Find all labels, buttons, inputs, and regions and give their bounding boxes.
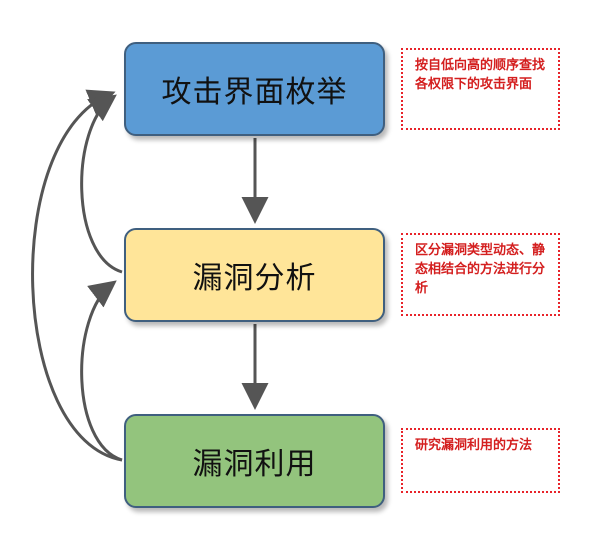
step-box-vulnerability-analysis: 漏洞分析 <box>124 228 385 322</box>
note-attack-surface-enum: 按自低向高的顺序查找各权限下的攻击界面 <box>401 48 560 130</box>
step-label: 漏洞利用 <box>192 447 317 482</box>
feedback-arrow-analysis-to-enum <box>80 94 123 274</box>
step-box-attack-surface-enum: 攻击界面枚举 <box>124 42 385 136</box>
note-vulnerability-exploit: 研究漏洞利用的方法 <box>401 428 560 493</box>
feedback-arrow-exploit-to-analysis <box>80 280 123 462</box>
step-box-vulnerability-exploit: 漏洞利用 <box>124 414 385 508</box>
step-label: 漏洞分析 <box>192 261 317 296</box>
feedback-arrow-exploit-to-enum <box>31 89 123 462</box>
step-label: 攻击界面枚举 <box>161 75 348 110</box>
note-vulnerability-analysis: 区分漏洞类型动态、静态相结合的方法进行分析 <box>401 233 560 316</box>
